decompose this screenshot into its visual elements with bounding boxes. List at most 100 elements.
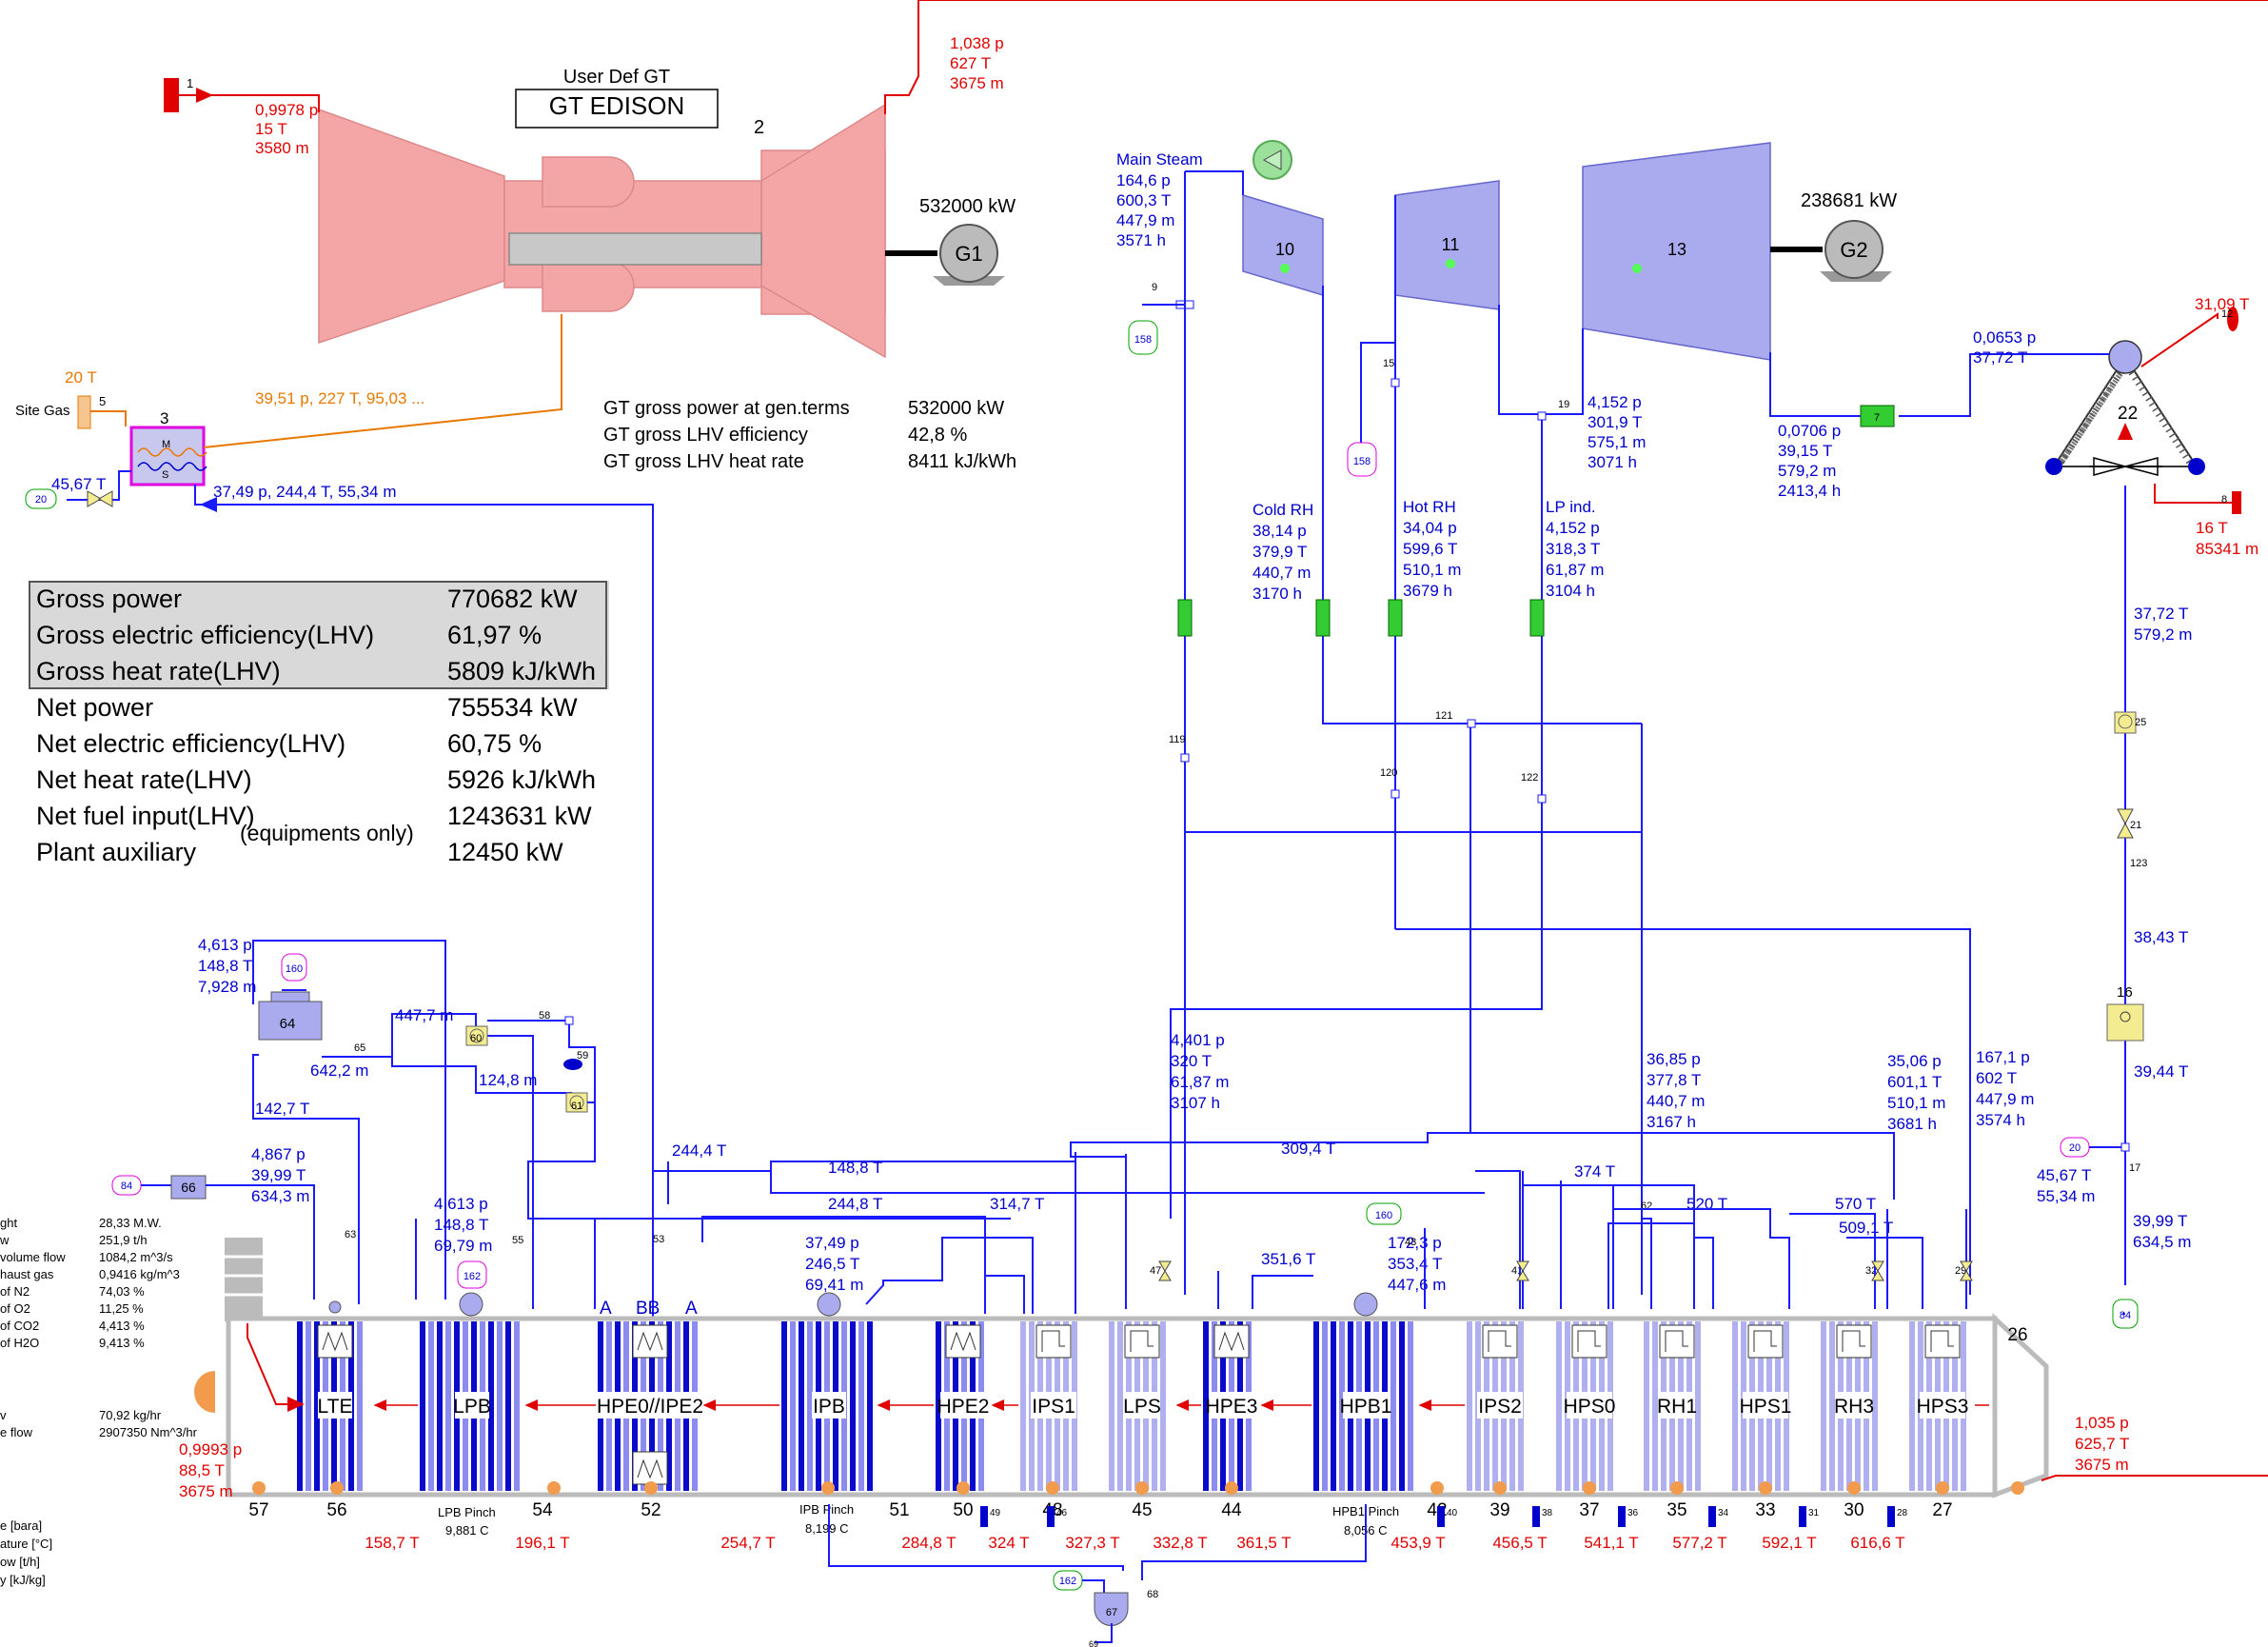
lp-pump-60-icon[interactable] xyxy=(465,1025,488,1046)
gas-temp-label: 453,9 T xyxy=(1390,1534,1445,1552)
hrsg-node: 35 xyxy=(1666,1500,1686,1520)
hrsg-section-label: IPS1 xyxy=(1032,1396,1075,1418)
gt-power: 532000 kW xyxy=(919,196,1016,217)
svg-text:17: 17 xyxy=(2129,1162,2140,1174)
gt-inlet-source-icon[interactable] xyxy=(164,78,179,112)
svg-text:61: 61 xyxy=(571,1101,582,1112)
cw-out-icon[interactable] xyxy=(2227,307,2238,331)
svg-text:244,8 T: 244,8 T xyxy=(828,1195,882,1213)
hrsg-subnode: 31 xyxy=(1808,1508,1820,1518)
svg-text:634,3 m: 634,3 m xyxy=(251,1187,309,1205)
summary-note: (equipments only) xyxy=(240,821,414,845)
summary-highlight-box xyxy=(29,581,607,689)
svg-text:37,72 T: 37,72 T xyxy=(1973,348,2027,367)
hrsg-subnode: 36 xyxy=(1627,1508,1639,1518)
hrsg-section-label: HPS3 xyxy=(1917,1396,1969,1418)
svg-text:122: 122 xyxy=(1521,772,1538,784)
svg-text:3675 m: 3675 m xyxy=(2075,1456,2129,1474)
svg-text:167,1 p: 167,1 p xyxy=(1976,1048,2030,1066)
svg-text:16 T: 16 T xyxy=(2196,519,2228,537)
gas-temp-label: 577,2 T xyxy=(1672,1534,1726,1552)
ip-drum-icon[interactable] xyxy=(817,1292,841,1317)
svg-text:39,15 T: 39,15 T xyxy=(1778,442,1832,460)
gt-node: 2 xyxy=(754,117,764,138)
tag-162-lp xyxy=(457,1260,487,1289)
svg-text:377,8 T: 377,8 T xyxy=(1647,1071,1701,1089)
svg-text:353,4 T: 353,4 T xyxy=(1388,1255,1442,1273)
svg-text:31,09 T: 31,09 T xyxy=(2195,295,2249,313)
cw-in-icon[interactable] xyxy=(2232,491,2241,514)
svg-text:119: 119 xyxy=(1169,734,1186,745)
generator-g1-icon[interactable]: G1 xyxy=(933,224,1005,286)
svg-text:0,0653 p: 0,0653 p xyxy=(1973,328,2036,347)
gas-turbine[interactable] xyxy=(318,103,886,359)
fuel-source-icon[interactable] xyxy=(77,395,91,429)
hrsg-section-label: RH3 xyxy=(1834,1396,1874,1418)
svg-text:55,34 m: 55,34 m xyxy=(2037,1187,2095,1205)
svg-text:21: 21 xyxy=(2130,820,2141,831)
gas-temp-label: 284,8 T xyxy=(901,1534,956,1552)
lp-blowdown-59-icon xyxy=(563,1059,582,1070)
svg-text:65: 65 xyxy=(354,1042,365,1054)
blowdown-flash-67[interactable] xyxy=(1094,1592,1129,1626)
hrsg-section-label: LPS xyxy=(1123,1396,1161,1418)
gland-condenser-16[interactable] xyxy=(2106,1003,2144,1042)
svg-text:68: 68 xyxy=(1147,1589,1158,1600)
svg-text:9,881 C: 9,881 C xyxy=(445,1523,489,1538)
svg-text:69,41 m: 69,41 m xyxy=(805,1276,863,1294)
gt-inlet-m: 3580 m xyxy=(255,139,309,157)
svg-text:LP ind.: LP ind. xyxy=(1546,498,1596,516)
legend: e [bara] ature [°C] ow [t/h] y [kJ/kg] xyxy=(0,1518,53,1587)
svg-text:447,9 m: 447,9 m xyxy=(1116,211,1174,229)
svg-text:85341 m: 85341 m xyxy=(2196,540,2258,558)
hrsg-section-label: HPS1 xyxy=(1740,1396,1792,1418)
svg-text:BB: BB xyxy=(636,1299,660,1319)
lpb-drum-icon[interactable] xyxy=(459,1292,483,1317)
gt-exh-t: 627 T xyxy=(950,54,991,72)
tag-158-a xyxy=(1128,320,1158,355)
svg-text:509,1 T: 509,1 T xyxy=(1839,1219,1893,1237)
svg-text:599,6 T: 599,6 T xyxy=(1403,540,1457,558)
svg-text:246,5 T: 246,5 T xyxy=(805,1255,859,1273)
svg-text:4,613 p: 4,613 p xyxy=(198,936,252,954)
generator-g2-icon[interactable]: G2 xyxy=(1820,220,1892,282)
svg-text:520 T: 520 T xyxy=(1686,1195,1727,1213)
fw-mixer-66[interactable] xyxy=(170,1175,207,1200)
svg-text:Cold RH: Cold RH xyxy=(1252,501,1313,519)
condensate-pump-icon[interactable] xyxy=(2114,711,2137,734)
hrsg-node: 54 xyxy=(532,1500,553,1520)
svg-text:69: 69 xyxy=(1089,1639,1098,1647)
hrsg-node: 26 xyxy=(2007,1325,2027,1345)
gt-exh-m: 3675 m xyxy=(950,74,1004,92)
svg-text:20: 20 xyxy=(35,494,47,506)
hrsg-node: 27 xyxy=(1932,1500,1952,1520)
flow-meters xyxy=(1177,599,1545,637)
gas-temp-label: 616,6 T xyxy=(1850,1534,1904,1552)
svg-text:3071 h: 3071 h xyxy=(1588,453,1637,471)
svg-text:20: 20 xyxy=(2069,1142,2081,1154)
svg-text:447,6 m: 447,6 m xyxy=(1388,1276,1446,1294)
fuel-preheater[interactable] xyxy=(129,426,206,486)
svg-text:374 T: 374 T xyxy=(1574,1162,1615,1181)
svg-text:60: 60 xyxy=(470,1033,482,1044)
air-cooled-condenser[interactable] xyxy=(2045,340,2205,476)
hrsg-subnode: 38 xyxy=(1542,1508,1553,1518)
svg-text:38,43 T: 38,43 T xyxy=(2134,928,2188,946)
svg-text:579,2 m: 579,2 m xyxy=(1778,462,1836,480)
hrsg-section-label: HPE2 xyxy=(937,1396,990,1418)
hp-drum-icon[interactable] xyxy=(1353,1292,1378,1317)
hrsg-subnode: 49 xyxy=(990,1508,1001,1518)
fuel-label: Site Gas xyxy=(15,403,70,419)
svg-text:4,401 p: 4,401 p xyxy=(1171,1031,1225,1049)
exhaust-valve-7-icon[interactable] xyxy=(1860,405,1895,427)
gas-temp-label: 324 T xyxy=(988,1534,1029,1552)
svg-text:22: 22 xyxy=(2118,404,2138,424)
svg-text:570 T: 570 T xyxy=(1835,1195,1876,1213)
hrsg-node: 39 xyxy=(1489,1500,1509,1520)
svg-text:579,2 m: 579,2 m xyxy=(2134,625,2192,644)
svg-text:12: 12 xyxy=(2221,308,2233,320)
svg-text:19: 19 xyxy=(1558,399,1569,410)
lp-pump-61-icon[interactable] xyxy=(565,1092,588,1113)
gas-temp-label: 196,1 T xyxy=(515,1534,569,1552)
svg-text:84: 84 xyxy=(121,1181,132,1192)
